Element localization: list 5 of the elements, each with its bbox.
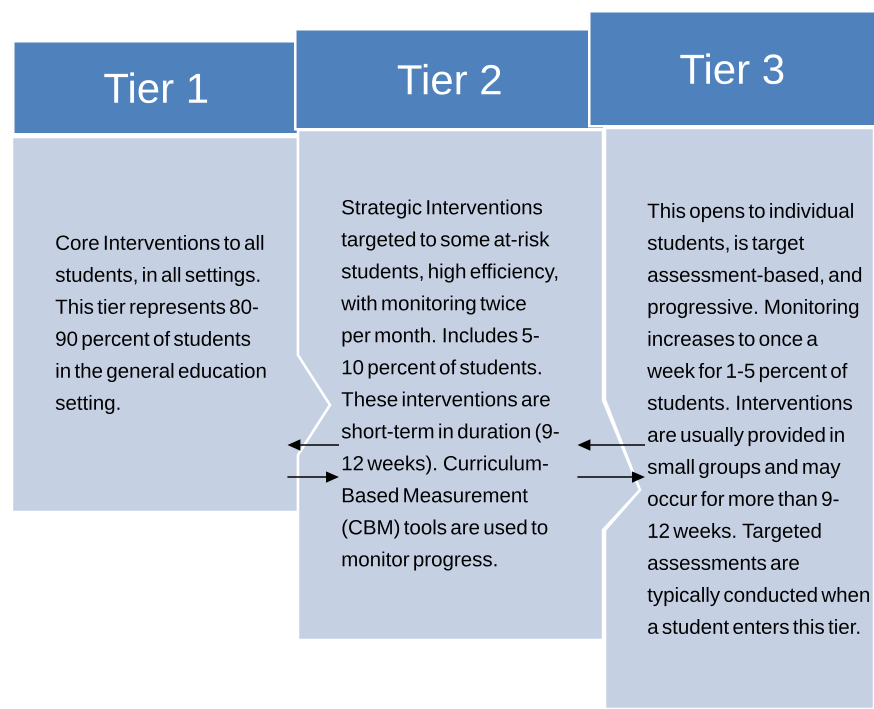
tier-header: Tier 3: [588, 10, 874, 128]
tier-panel: This opens to individual students, is target assessment-based, and progressive. Monitoring increases to once a week for 1-5 percent of students. Interventions are usually provided in small groups and may occur for more than 9-12 weeks. Targeted assessments are typically conducted when a student enters this tier.: [604, 126, 874, 709]
tier-header: Tier 2: [294, 28, 606, 130]
tier-panel: Core Interventions to all students, in all settings. This tier represents 80-90 percent of students in the general education setting.: [10, 136, 332, 514]
tier-header: Tier 1: [12, 40, 300, 136]
